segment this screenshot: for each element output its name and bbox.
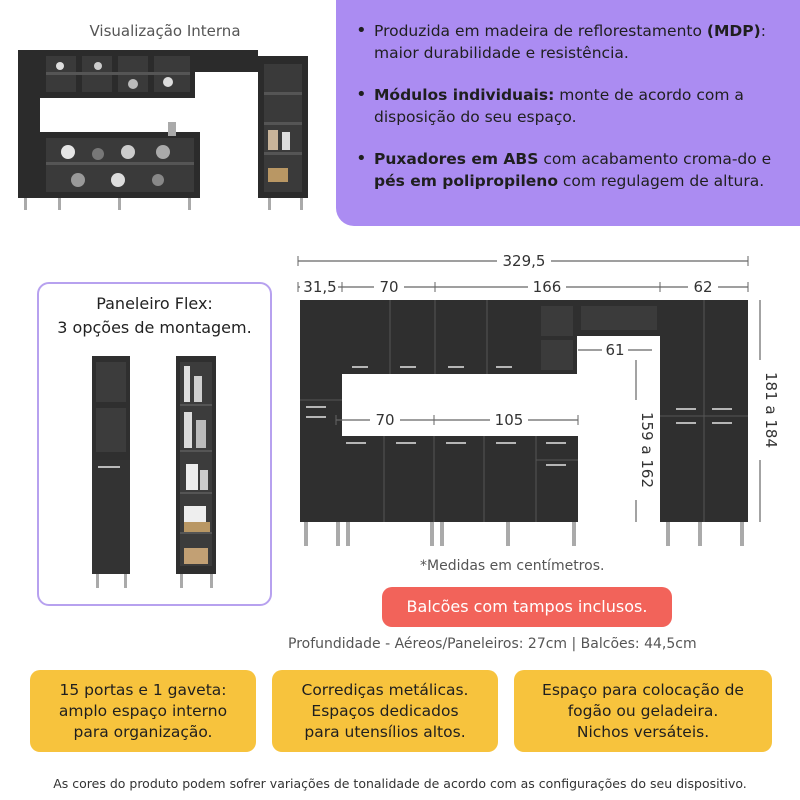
feature-item-mdp: Produzida em madeira de reflorestamento …: [356, 20, 800, 64]
dim-height-right: 181 a 184: [762, 372, 780, 448]
dim-total: 329,5: [503, 252, 546, 270]
internal-view-image: [18, 42, 318, 217]
countertop-badge: Balcões com tampos inclusos.: [382, 587, 672, 627]
card-space: Espaço para colocação de fogão ou gelade…: [514, 670, 772, 752]
dim-70-counter: 70: [375, 411, 394, 429]
preview-title: Visualização Interna: [89, 22, 241, 40]
card-doors: 15 portas e 1 gaveta: amplo espaço inter…: [30, 670, 256, 752]
dim-62: 62: [693, 278, 712, 296]
color-disclaimer: As cores do produto podem sofrer variaçõ…: [53, 776, 747, 791]
features-panel: Produzida em madeira de reflorestamento …: [336, 0, 800, 226]
feature-item-modules: Módulos individuais: monte de acordo com…: [356, 84, 800, 128]
paneleiro-options-image: [92, 356, 216, 588]
dimension-drawing: 329,5 31,5 70 166 62: [297, 252, 780, 546]
dim-105: 105: [495, 411, 524, 429]
dim-61: 61: [605, 341, 624, 359]
measure-note: *Medidas em centímetros.: [420, 558, 605, 574]
dim-31-5: 31,5: [303, 278, 336, 296]
feature-item-handles: Puxadores em ABS com acabamento croma-do…: [356, 148, 800, 192]
dim-height-mid: 159 a 162: [638, 412, 656, 488]
paneleiro-title: Paneleiro Flex: 3 opções de montagem.: [57, 294, 252, 337]
card-slides: Corrediças metálicas. Espaços dedicados …: [272, 670, 498, 752]
paneleiro-box: [37, 282, 272, 606]
depth-info: Profundidade - Aéreos/Paneleiros: 27cm |…: [288, 636, 697, 652]
dim-70-top: 70: [379, 278, 398, 296]
dim-166: 166: [533, 278, 562, 296]
